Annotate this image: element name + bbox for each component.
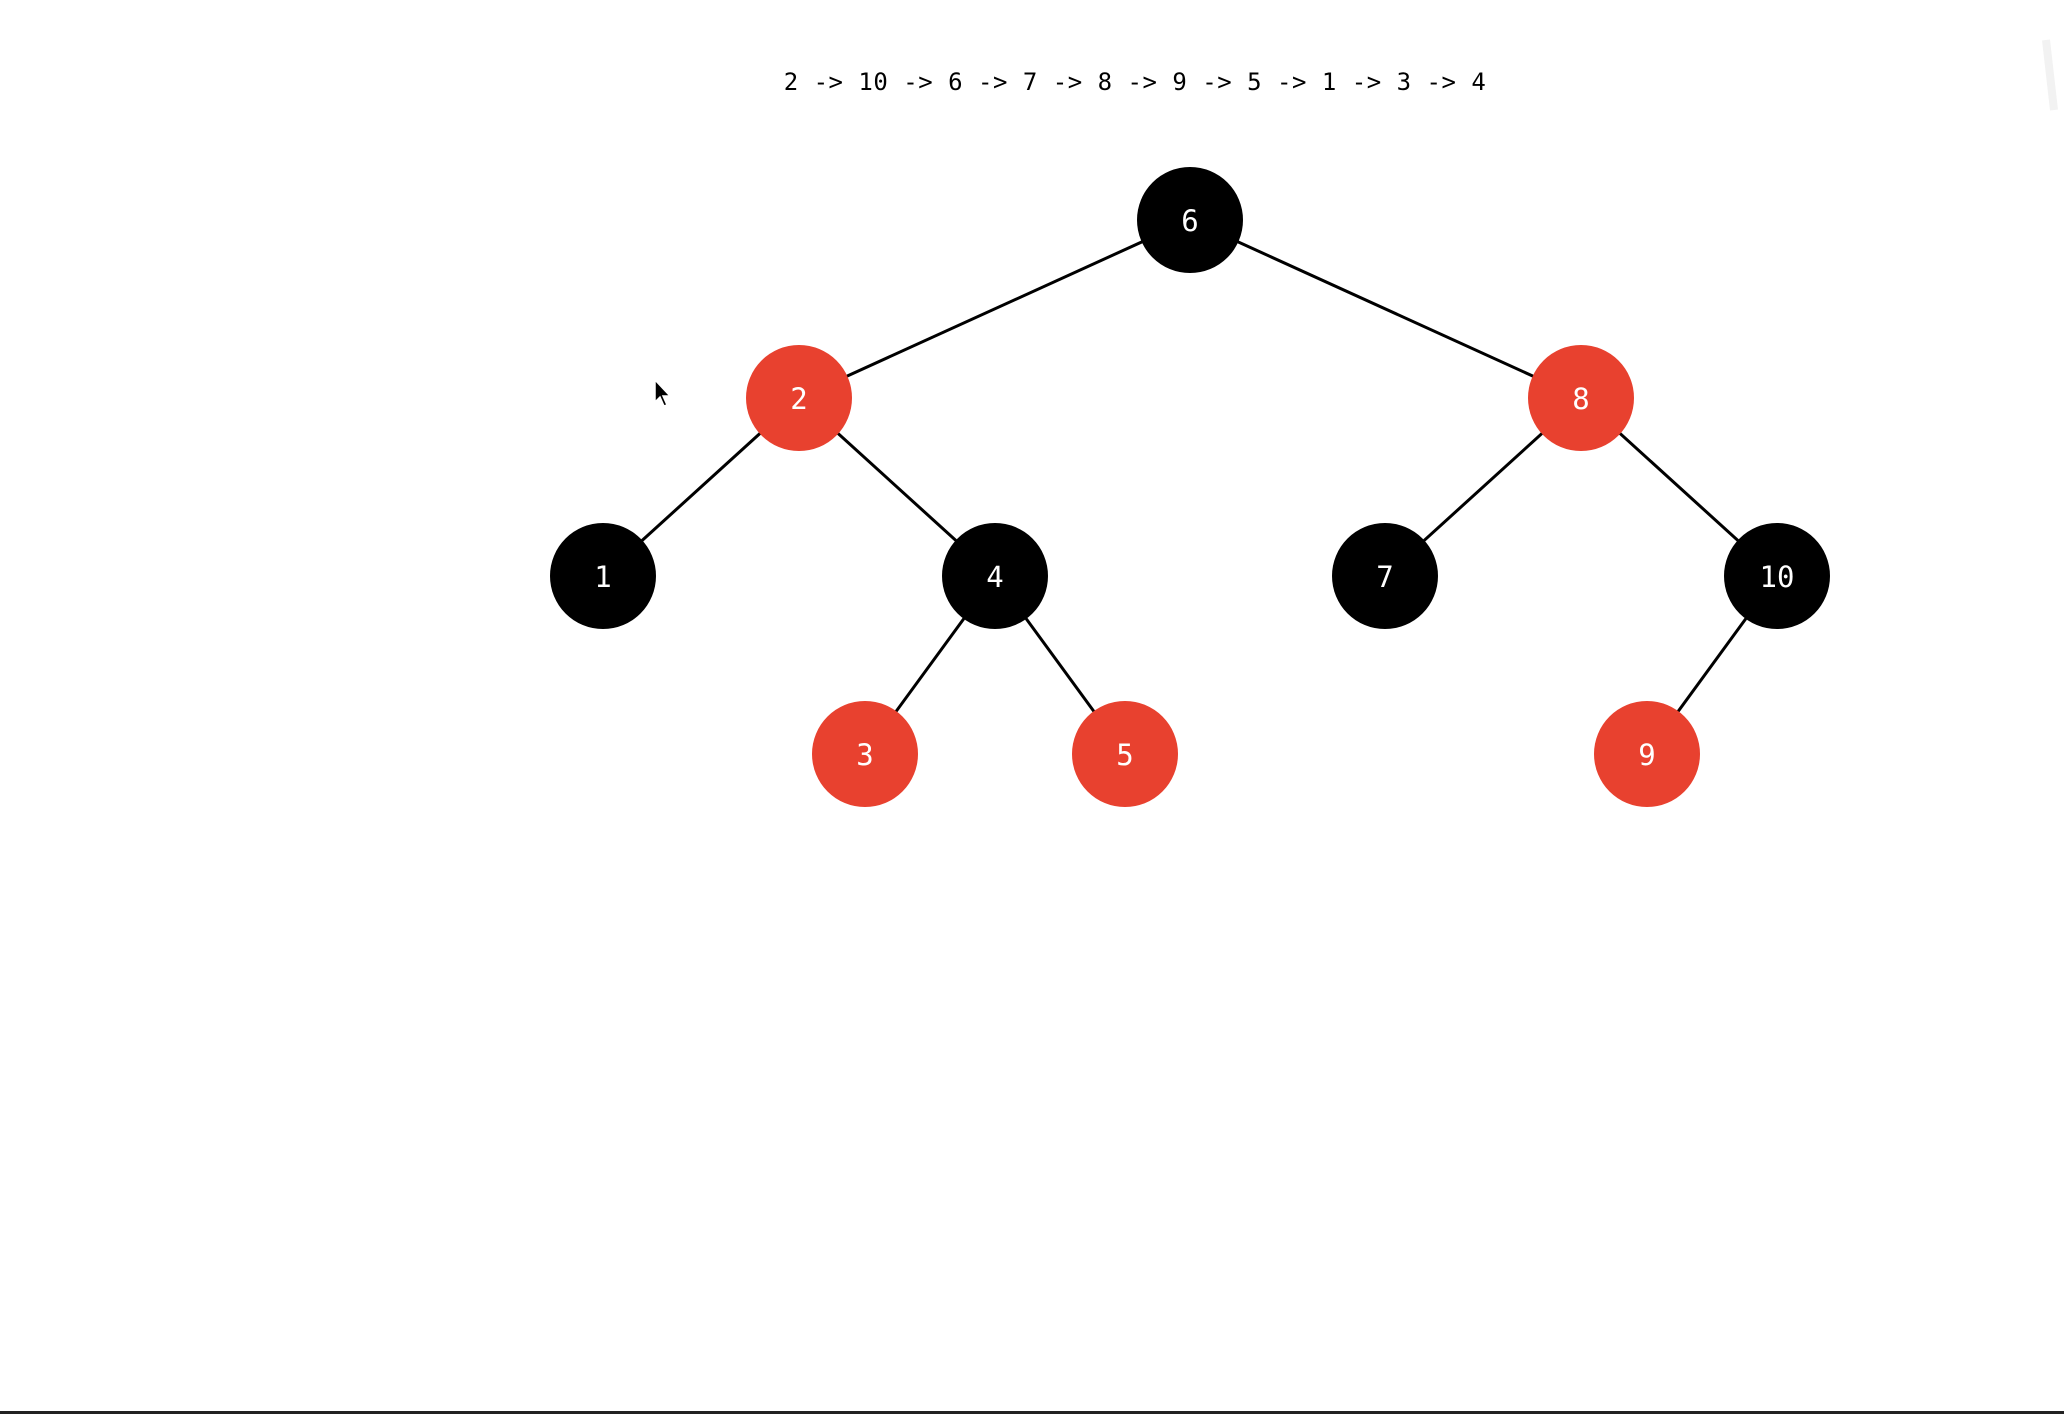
red-node-circle — [1072, 701, 1178, 807]
node-label: 1 — [594, 560, 611, 594]
tree-edges — [601, 218, 1779, 755]
mouse-pointer-icon — [654, 378, 672, 407]
red-node-circle — [812, 701, 918, 807]
node-8: 8 — [1528, 345, 1634, 451]
edge-6-8 — [1189, 218, 1582, 400]
black-node-circle — [1332, 523, 1438, 629]
node-label: 6 — [1181, 204, 1198, 238]
node-10: 10 — [1724, 523, 1830, 629]
insertion-sequence: 2 -> 10 -> 6 -> 7 -> 8 -> 9 -> 5 -> 1 ->… — [783, 68, 1487, 96]
node-label: 7 — [1376, 560, 1393, 594]
red-node-circle — [746, 345, 852, 451]
node-label: 3 — [856, 738, 873, 772]
bottom-divider — [0, 1411, 2064, 1414]
node-7: 7 — [1332, 523, 1438, 629]
black-node-circle — [1724, 523, 1830, 629]
node-label: 10 — [1760, 560, 1795, 594]
black-node-circle — [1137, 167, 1243, 273]
black-node-circle — [942, 523, 1048, 629]
node-6: 6 — [1137, 167, 1243, 273]
watermark-icon — [2042, 39, 2058, 111]
tree-nodes: 1 3 5 4 2 7 9 10 8 6 — [550, 167, 1830, 807]
node-label: 2 — [790, 382, 807, 416]
node-9: 9 — [1594, 701, 1700, 807]
node-label: 9 — [1638, 738, 1655, 772]
red-node-circle — [1528, 345, 1634, 451]
node-label: 8 — [1572, 382, 1589, 416]
node-1: 1 — [550, 523, 656, 629]
edge-6-2 — [798, 218, 1191, 400]
node-5: 5 — [1072, 701, 1178, 807]
node-label: 4 — [986, 560, 1003, 594]
node-3: 3 — [812, 701, 918, 807]
black-node-circle — [550, 523, 656, 629]
node-label: 5 — [1116, 738, 1133, 772]
node-4: 4 — [942, 523, 1048, 629]
node-2: 2 — [746, 345, 852, 451]
red-node-circle — [1594, 701, 1700, 807]
